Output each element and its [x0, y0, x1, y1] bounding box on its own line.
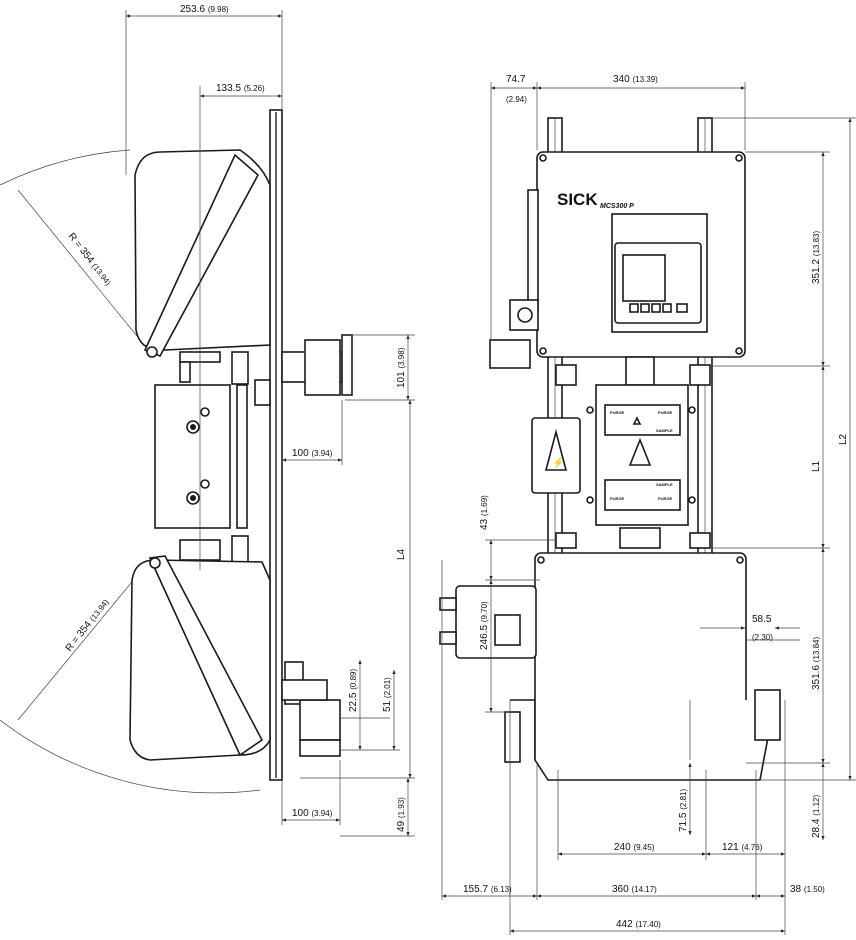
dim-foot-28: 28.4 (1.12) — [811, 795, 822, 838]
svg-text:⚡: ⚡ — [552, 456, 564, 469]
dim-offset-58-sub: (2.30) — [752, 633, 773, 642]
panel-label-purge-2: PURGE — [658, 410, 673, 415]
sick-logo: SICK — [557, 190, 598, 209]
middle-box-side — [154, 384, 231, 529]
dim-radius-upper: R = 354 (13.94) — [66, 231, 114, 288]
model-label: MCS300 P — [600, 203, 634, 210]
dim-overall-depth: 253.6 (9.98) — [180, 4, 229, 15]
display-screen — [622, 254, 666, 302]
dim-foot-71: 71.5 (2.81) — [678, 789, 689, 832]
dim-width-340: 340 (13.39) — [613, 74, 658, 85]
dim-left-offset: 74.7 — [506, 74, 526, 85]
dim-upper-height: 351.2 (13.83) — [811, 231, 822, 284]
dim-box-246: 246.5 (9.70) — [479, 601, 490, 650]
dim-l1: L1 — [811, 460, 822, 472]
panel-label-purge-4: PURGE — [658, 496, 673, 501]
dim-span-240: 240 (9.45) — [614, 842, 655, 853]
dim-span-360: 360 (14.17) — [612, 884, 657, 895]
dim-span-38: 38 (1.50) — [790, 884, 825, 895]
dim-l4: L4 — [396, 548, 407, 560]
dim-pipe-22: 22.5 (0.89) — [348, 669, 359, 712]
dim-span-121: 121 (4.76) — [722, 842, 763, 853]
panel-label-purge-1: PURGE — [610, 410, 625, 415]
panel-label-sample-2: SAMPLE — [656, 482, 673, 487]
dim-radius-lower: R = 354 (13.94) — [64, 597, 112, 654]
panel-label-purge-3: PURGE — [610, 496, 625, 501]
dim-bracket-height: 101 (3.98) — [396, 347, 407, 388]
side-view: 253.6 (9.98) 133.5 (5.26) R = 354 (13.94… — [0, 4, 415, 837]
dim-bottom-49: 49 (1.93) — [396, 797, 407, 832]
dim-l2: L2 — [838, 433, 849, 445]
dim-gap-43: 43 (1.69) — [479, 495, 490, 530]
dim-offset-58: 58.5 — [752, 614, 772, 625]
dim-pipe-51: 51 (2.01) — [382, 677, 393, 712]
dim-bracket-depth: 100 (3.94) — [292, 448, 333, 459]
dim-span-155: 155.7 (6.13) — [463, 884, 512, 895]
panel-label-sample-1: SAMPLE — [656, 428, 673, 433]
dim-base-depth: 100 (3.94) — [292, 808, 333, 819]
front-view: SICK MCS300 P ⚡ PURGE PURGE SAMPLE SAMPL… — [439, 74, 856, 935]
dim-lower-height: 351.6 (13.84) — [811, 637, 822, 690]
dim-depth-to-axis: 133.5 (5.26) — [216, 83, 265, 94]
dim-left-offset-sub: (2.94) — [506, 95, 527, 104]
dim-total-442: 442 (17.40) — [616, 919, 661, 930]
door-swing-arc-lower — [0, 719, 261, 794]
door-swing-arc — [0, 149, 131, 186]
lower-door — [148, 555, 264, 757]
